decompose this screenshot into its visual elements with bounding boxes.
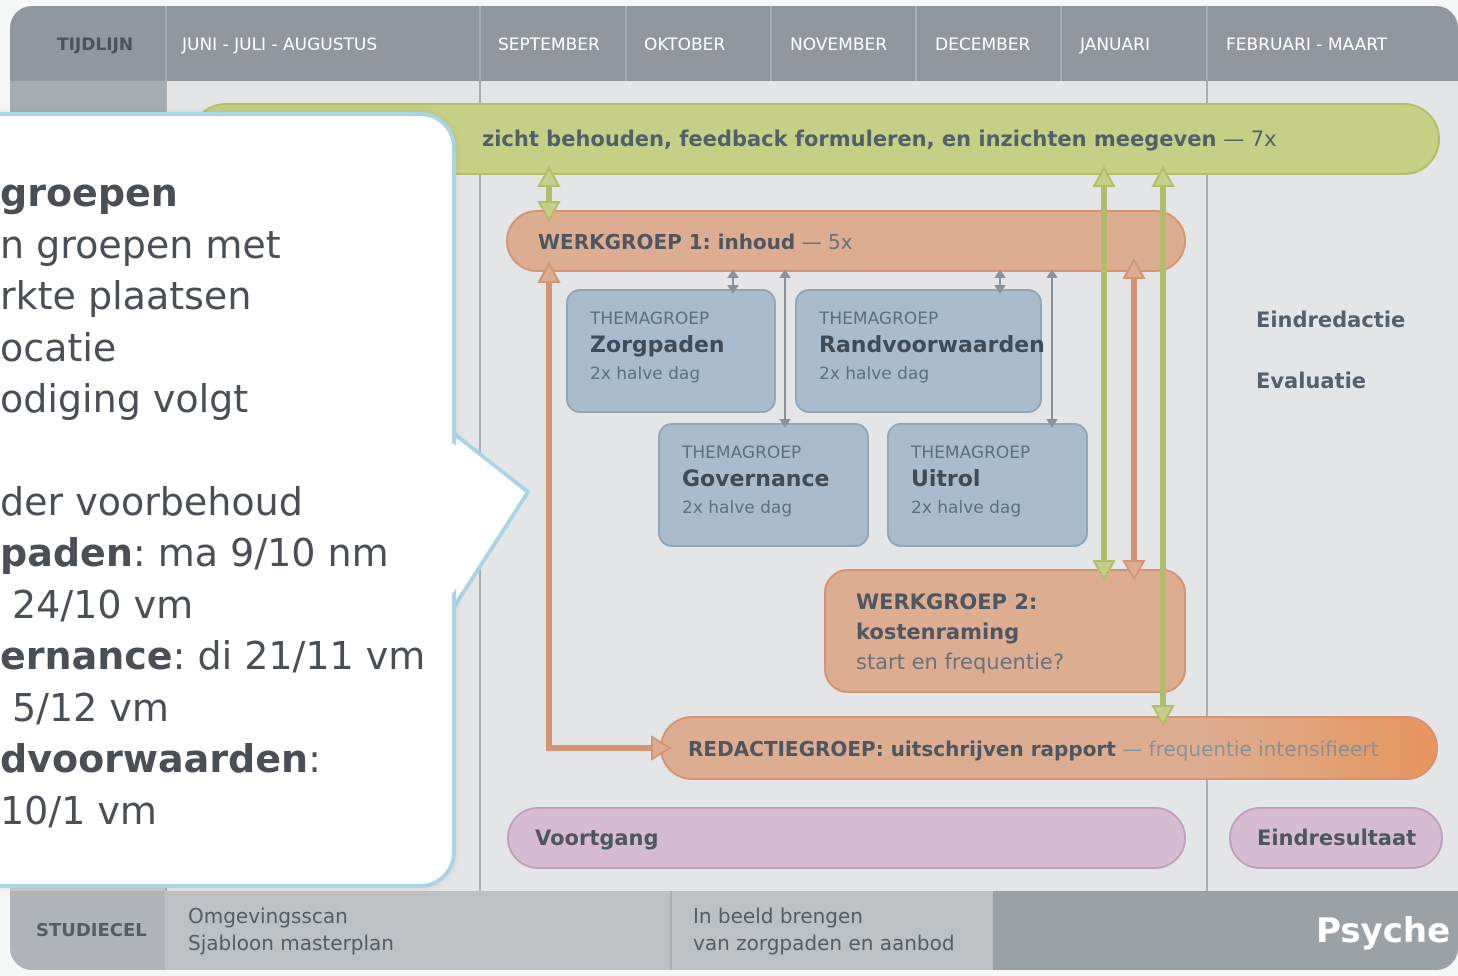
bar-eindresultaat: Eindresultaat (1229, 807, 1443, 869)
header-month-sep: SEPTEMBER (498, 35, 600, 55)
bar-werkgroep1: WERKGROEP 1: inhoud — 5x (506, 210, 1186, 272)
speech-bubble (0, 112, 456, 888)
connector-arrows (537, 165, 1175, 761)
themagroep-uitrol: THEMAGROEP Uitrol 2x halve dag (887, 423, 1088, 547)
themagroep-label: THEMAGROEP (682, 443, 802, 463)
header-month-feb-mar: FEBRUARI - MAART (1226, 35, 1388, 55)
bubble-line-11: dvoorwaarden: (0, 737, 321, 781)
themagroep-governance: THEMAGROEP Governance 2x halve dag (658, 423, 869, 547)
psyche-logo: Psyche (1316, 911, 1451, 951)
timeline-header: TIJDLIJN JUNI - JULI - AUGUSTUS SEPTEMBE… (10, 6, 1458, 81)
footer-studiecel-label: STUDIECEL (36, 920, 147, 941)
footer-col1: Omgevingsscan Sjabloon masterplan (188, 903, 394, 957)
header-month-nov: NOVEMBER (790, 35, 888, 55)
footer-col1-line2: Sjabloon masterplan (188, 931, 394, 955)
themagroep-label: THEMAGROEP (911, 443, 1031, 463)
themagroep-label: THEMAGROEP (819, 309, 939, 329)
divider (915, 6, 917, 81)
bubble-line-9: ernance: di 21/11 vm (0, 634, 426, 678)
themagroep-randvoorwaarden: THEMAGROEP Randvoorwaarden 2x halve dag (795, 289, 1045, 413)
header-month-jun-aug: JUNI - JULI - AUGUSTUS (182, 35, 378, 55)
bubble-line-8: 24/10 vm (12, 583, 194, 627)
divider (770, 6, 772, 81)
footer-studiecel: STUDIECEL Omgevingsscan Sjabloon masterp… (10, 891, 1458, 970)
divider (625, 6, 627, 81)
footer-label-cell (10, 891, 165, 970)
bubble-line-10: 5/12 vm (12, 686, 169, 730)
bubble-line-1: groepen (0, 171, 178, 215)
bubble-line-2: n groepen met (0, 223, 281, 267)
divider (1206, 6, 1208, 891)
header-month-jan: JANUARI (1080, 35, 1150, 55)
header-month-oct: OKTOBER (644, 35, 726, 55)
themagroep-title: Governance (682, 467, 830, 492)
label-evaluatie: Evaluatie (1256, 369, 1367, 393)
footer-col2-line1: In beeld brengen (693, 904, 863, 928)
themagroep-sub: 2x halve dag (819, 364, 930, 384)
bubble-line-6: der voorbehoud (0, 480, 303, 524)
werkgroep2-sub: start en frequentie? (856, 650, 1064, 674)
themagroep-title: Uitrol (911, 467, 981, 492)
footer-logo-cell (993, 891, 1458, 970)
divider (670, 891, 672, 970)
themagroep-label: THEMAGROEP (590, 309, 710, 329)
bubble-line-12: 10/1 vm (0, 789, 157, 833)
bubble-line-4: ocatie (0, 326, 117, 370)
bubble-line-5: odiging volgt (0, 377, 249, 421)
bar-voortgang: Voortgang (507, 807, 1186, 869)
themagroep-sub: 2x halve dag (590, 364, 701, 384)
themagroep-zorgpaden: THEMAGROEP Zorgpaden 2x halve dag (566, 289, 776, 413)
bubble-line-3: rkte plaatsen (0, 274, 252, 318)
themagroep-title: Randvoorwaarden (819, 333, 1045, 358)
divider (1060, 6, 1062, 81)
footer-col2: In beeld brengen van zorgpaden en aanbod (693, 903, 955, 957)
footer-col1-line1: Omgevingsscan (188, 904, 348, 928)
themagroep-sub: 2x halve dag (911, 498, 1022, 518)
footer-col2-line2: van zorgpaden en aanbod (693, 931, 955, 955)
header-tijdlijn: TIJDLIJN (57, 35, 134, 55)
left-label-column-top (10, 81, 165, 117)
bubble-line-7: paden: ma 9/10 nm (0, 531, 389, 575)
werkgroep2-title2: kostenraming (856, 620, 1020, 644)
themagroep-title: Zorgpaden (590, 333, 725, 358)
bar-redactiegroep: REDACTIEGROEP: uitschrijven rapport — fr… (660, 716, 1438, 780)
werkgroep2-title: WERKGROEP 2: (856, 590, 1038, 614)
themagroep-sub: 2x halve dag (682, 498, 793, 518)
label-eindredactie: Eindredactie (1256, 308, 1406, 332)
header-month-dec: DECEMBER (935, 35, 1031, 55)
box-werkgroep2: WERKGROEP 2: kostenraming start en frequ… (824, 569, 1186, 693)
